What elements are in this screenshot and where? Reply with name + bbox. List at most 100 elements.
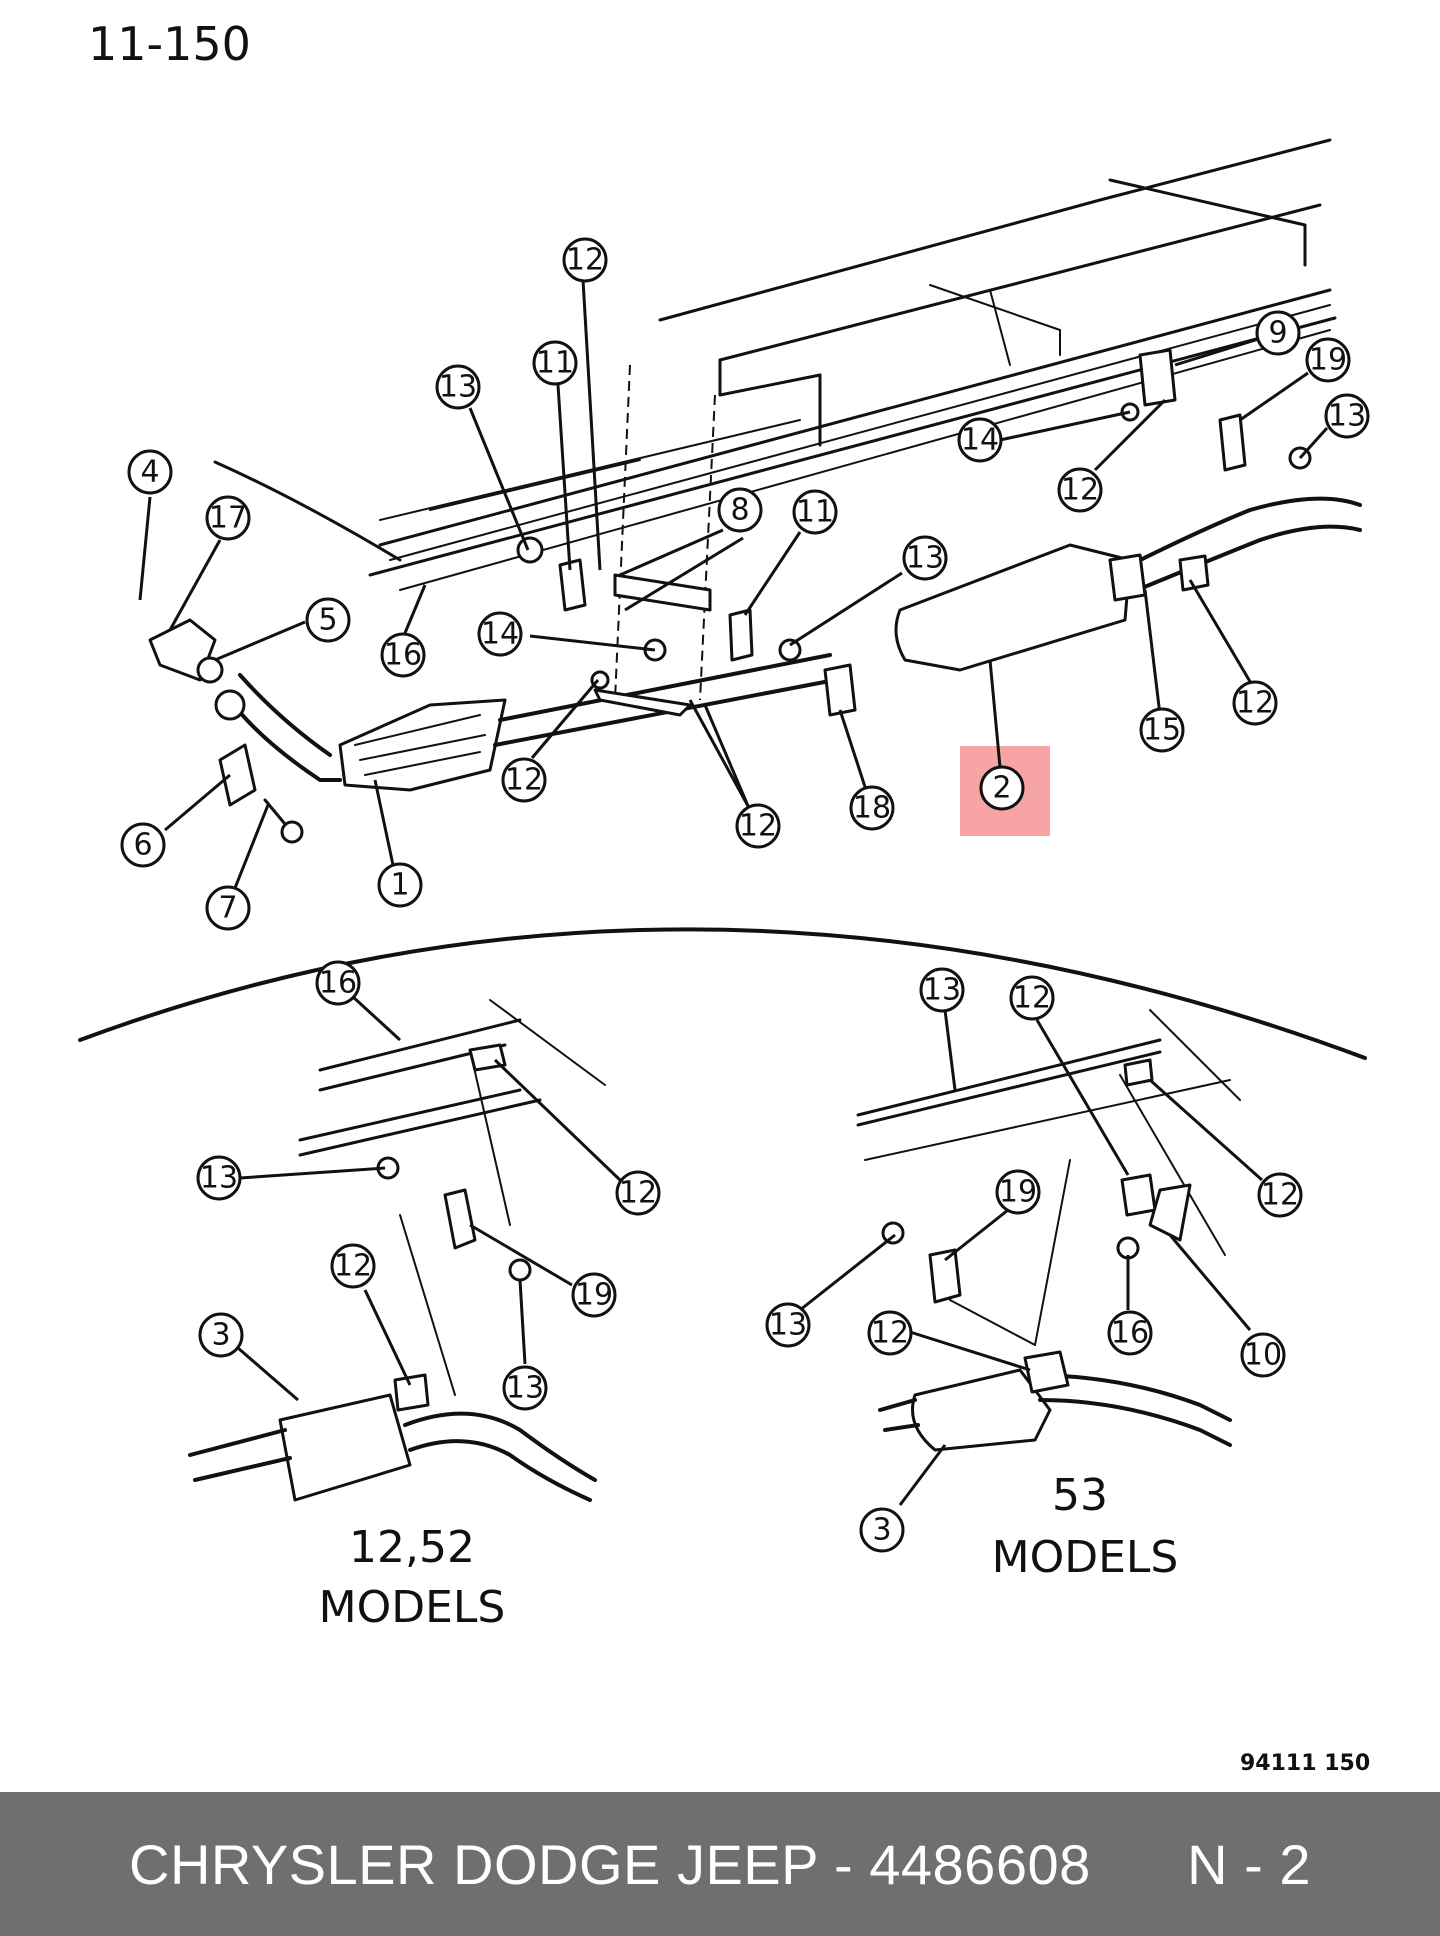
callout-13: 13 bbox=[902, 535, 948, 581]
hanger-bar bbox=[593, 688, 692, 717]
callout-15: 15 bbox=[1139, 707, 1185, 753]
svg-text:16: 16 bbox=[1111, 1316, 1149, 1351]
rear-isolator bbox=[1218, 413, 1247, 472]
figure-code: 94111 150 bbox=[1240, 1751, 1370, 1776]
svg-text:13: 13 bbox=[439, 370, 477, 405]
svg-text:16: 16 bbox=[384, 638, 422, 673]
svg-text:14: 14 bbox=[961, 423, 999, 458]
main-leader-lines bbox=[138, 279, 1329, 889]
footer-bar: CHRYSLER DODGE JEEP - 4486608 N - 2 bbox=[0, 1792, 1440, 1936]
svg-text:9: 9 bbox=[1268, 316, 1287, 351]
inset-right-callout-12: 12 bbox=[1257, 1172, 1303, 1218]
svg-text:12: 12 bbox=[566, 243, 604, 278]
separator-arc bbox=[78, 927, 1367, 1060]
callout-13: 13 bbox=[1324, 393, 1370, 439]
inset-right-muffler bbox=[911, 1368, 1052, 1452]
clamp bbox=[823, 663, 857, 717]
inset-left-callout-12: 12 bbox=[615, 1170, 661, 1216]
svg-text:13: 13 bbox=[1328, 399, 1366, 434]
svg-text:12: 12 bbox=[1061, 473, 1099, 508]
svg-text:10: 10 bbox=[1244, 1338, 1282, 1373]
inset-right-label-line2: MODELS bbox=[992, 1532, 1179, 1583]
callout-19: 19 bbox=[1305, 337, 1351, 383]
svg-text:12: 12 bbox=[334, 1249, 372, 1284]
callout-2: 2 bbox=[979, 765, 1025, 811]
svg-text:12: 12 bbox=[1013, 981, 1051, 1016]
inset-left-callout-13: 13 bbox=[502, 1365, 548, 1411]
svg-text:12: 12 bbox=[505, 763, 543, 798]
inset-left-label-line1: 12,52 bbox=[349, 1522, 475, 1573]
inset-right-label-line1: 53 bbox=[1052, 1470, 1108, 1521]
inset-right-callout-3: 3 bbox=[859, 1507, 905, 1553]
svg-text:17: 17 bbox=[209, 501, 247, 536]
vehicle-frame bbox=[213, 138, 1337, 701]
inset-left-muffler bbox=[278, 1393, 412, 1502]
callout-12: 12 bbox=[562, 237, 608, 283]
callout-12: 12 bbox=[735, 803, 781, 849]
svg-text:12: 12 bbox=[871, 1316, 909, 1351]
svg-text:14: 14 bbox=[481, 617, 519, 652]
footer-brand-part: CHRYSLER DODGE JEEP - 4486608 bbox=[129, 1832, 1091, 1896]
svg-text:11: 11 bbox=[536, 346, 574, 381]
svg-text:11: 11 bbox=[796, 495, 834, 530]
svg-text:13: 13 bbox=[769, 1308, 807, 1343]
inset-left: 16 12 13 19 12 3 13 12,52 MODELS bbox=[188, 960, 661, 1633]
callout-5: 5 bbox=[305, 597, 351, 643]
svg-text:19: 19 bbox=[999, 1175, 1037, 1210]
svg-text:18: 18 bbox=[853, 791, 891, 826]
isolator bbox=[218, 743, 257, 807]
svg-text:6: 6 bbox=[133, 828, 152, 863]
inset-right-callout-19: 19 bbox=[995, 1169, 1041, 1215]
svg-text:5: 5 bbox=[318, 603, 337, 638]
callout-14: 14 bbox=[957, 417, 1003, 463]
svg-text:3: 3 bbox=[211, 1318, 230, 1353]
callout-12: 12 bbox=[501, 757, 547, 803]
svg-text:13: 13 bbox=[200, 1161, 238, 1196]
inset-left-callout-19: 19 bbox=[571, 1272, 617, 1318]
callout-1: 1 bbox=[377, 862, 423, 908]
callout-13: 13 bbox=[435, 364, 481, 410]
inset-left-label-line2: MODELS bbox=[319, 1582, 506, 1633]
callout-7: 7 bbox=[205, 885, 251, 931]
svg-text:12: 12 bbox=[1236, 686, 1274, 721]
inset-right: 13 12 12 19 13 12 16 10 3 53 MODELS bbox=[765, 967, 1303, 1583]
callout-16: 16 bbox=[380, 632, 426, 678]
callout-12: 12 bbox=[1057, 467, 1103, 513]
catalytic-converter bbox=[338, 698, 507, 792]
hanger-bracket bbox=[728, 608, 754, 662]
svg-text:7: 7 bbox=[218, 891, 237, 926]
inset-left-callout-16: 16 bbox=[315, 960, 361, 1006]
callout-9: 9 bbox=[1255, 310, 1301, 356]
svg-text:1: 1 bbox=[390, 868, 409, 903]
inset-right-callout-13: 13 bbox=[765, 1302, 811, 1348]
svg-text:13: 13 bbox=[906, 541, 944, 576]
svg-text:19: 19 bbox=[575, 1278, 613, 1313]
svg-text:2: 2 bbox=[992, 771, 1011, 806]
inset-right-callout-12: 12 bbox=[1009, 975, 1055, 1021]
svg-text:16: 16 bbox=[319, 966, 357, 1001]
footer-text: CHRYSLER DODGE JEEP - 4486608 N - 2 bbox=[129, 1832, 1311, 1897]
page-number: 11-150 bbox=[88, 17, 251, 71]
inset-right-callout-12: 12 bbox=[867, 1310, 913, 1356]
callout-4: 4 bbox=[127, 449, 173, 495]
svg-text:15: 15 bbox=[1143, 713, 1181, 748]
hanger-rod bbox=[613, 573, 712, 612]
inset-left-callout-13: 13 bbox=[196, 1155, 242, 1201]
rear-bracket bbox=[1138, 348, 1177, 407]
inset-right-callout-13: 16 bbox=[1107, 1310, 1153, 1356]
svg-text:3: 3 bbox=[872, 1513, 891, 1548]
callout-14: 14 bbox=[477, 611, 523, 657]
svg-text:12: 12 bbox=[1261, 1178, 1299, 1213]
callout-17: 17 bbox=[205, 495, 251, 541]
diagram-canvas: 11-150 bbox=[78, 17, 1370, 1776]
footer-page-ref: N - 2 bbox=[1187, 1832, 1311, 1896]
callout-12: 12 bbox=[1232, 680, 1278, 726]
callout-8: 8 bbox=[717, 487, 763, 533]
inset-left-callout-3: 3 bbox=[198, 1312, 244, 1358]
svg-text:13: 13 bbox=[506, 1371, 544, 1406]
callout-6: 6 bbox=[120, 822, 166, 868]
svg-text:4: 4 bbox=[140, 455, 159, 490]
exhaust-pipe-assembly bbox=[148, 348, 1362, 844]
inset-right-callout-10: 10 bbox=[1240, 1332, 1286, 1378]
